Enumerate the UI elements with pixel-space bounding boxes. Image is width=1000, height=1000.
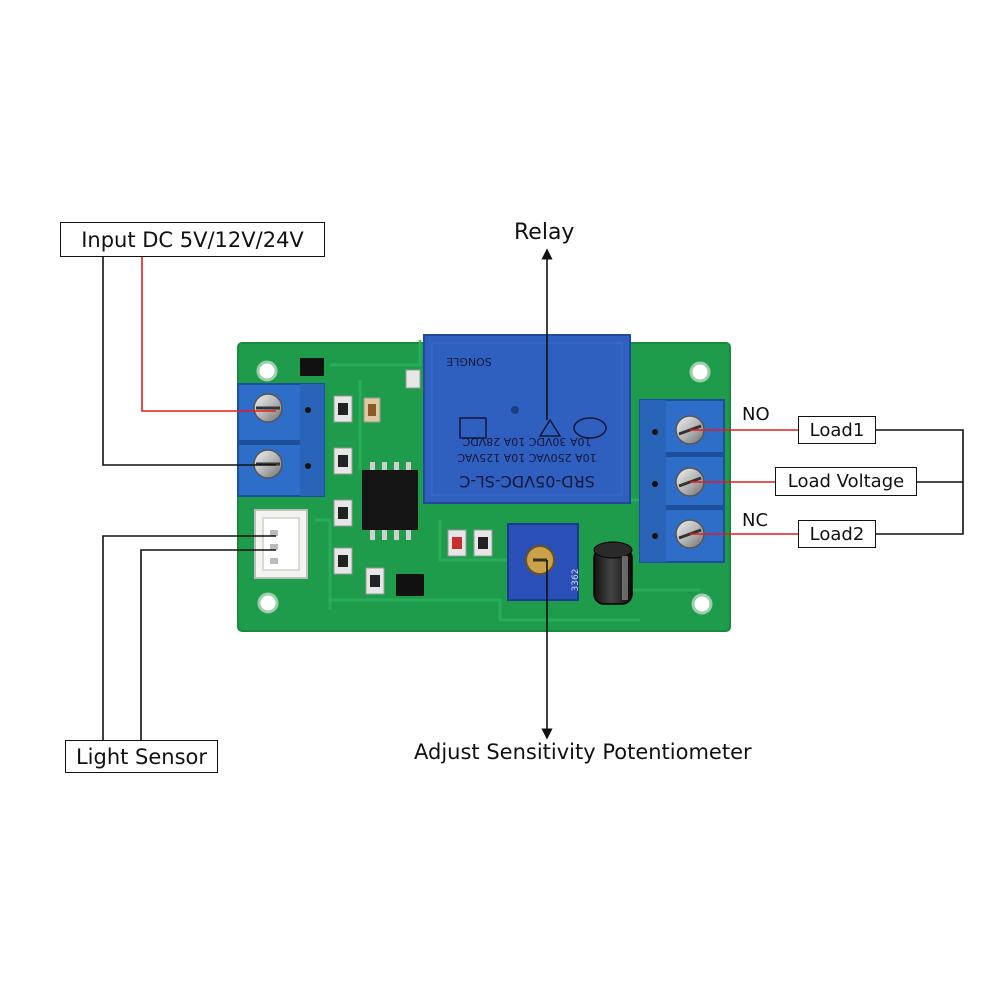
sensor-wire-1 bbox=[102, 535, 276, 740]
mounting-holes bbox=[256, 360, 713, 615]
potentiometer: 3362 bbox=[507, 523, 581, 601]
sensor-wire-2 bbox=[140, 549, 276, 740]
light-sensor-label: Light Sensor bbox=[65, 740, 218, 773]
electrolytic-capacitor bbox=[593, 541, 633, 605]
no-label: NO bbox=[742, 404, 770, 425]
relay-brand-text: SONGLE bbox=[446, 355, 492, 368]
relay-rating-text-2: 10A 30VDC 10A 28VDC bbox=[462, 435, 591, 448]
relay-component: SRD-05VDC-SL-C 10A 250VAC 10A 125VAC 10A… bbox=[423, 334, 631, 504]
output-terminal-block bbox=[639, 399, 725, 563]
callout-wires bbox=[102, 248, 964, 740]
potentiometer-marking: 3362 bbox=[571, 569, 581, 592]
input-positive-wire bbox=[141, 257, 276, 412]
sensor-connector bbox=[254, 509, 308, 579]
input-dc-label: Input DC 5V/12V/24V bbox=[60, 222, 325, 257]
load-voltage-label: Load Voltage bbox=[775, 467, 917, 496]
relay-rating-text-1: 10A 250VAC 10A 125VAC bbox=[457, 451, 597, 464]
relay-cert-icons bbox=[459, 417, 607, 439]
input-ground-wire bbox=[102, 257, 276, 466]
potentiometer-label: Adjust Sensitivity Potentiometer bbox=[414, 740, 752, 764]
relay-label: Relay bbox=[514, 220, 575, 245]
load1-label: Load1 bbox=[798, 416, 876, 444]
nc-label: NC bbox=[742, 510, 769, 531]
ic-chip bbox=[362, 462, 418, 540]
relay-model-text: SRD-05VDC-SL-C bbox=[459, 472, 595, 491]
load2-label: Load2 bbox=[798, 520, 876, 548]
smd-components bbox=[300, 358, 493, 596]
input-terminal-block bbox=[237, 383, 325, 497]
